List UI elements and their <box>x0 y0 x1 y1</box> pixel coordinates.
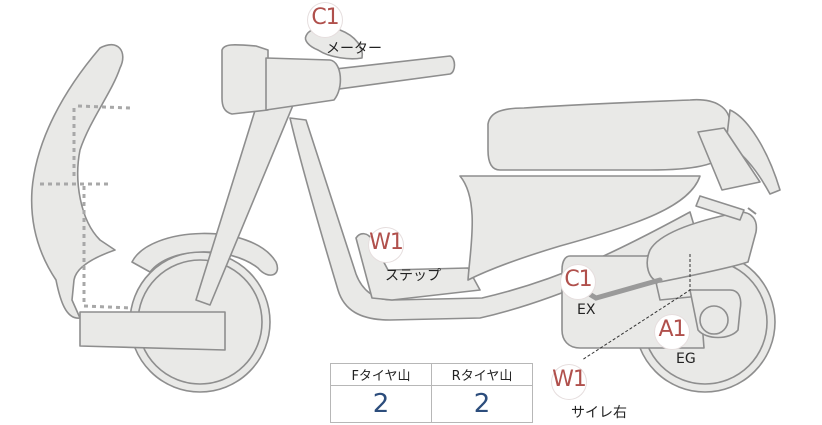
headlight-housing <box>221 44 269 115</box>
side-label: サイレ右 <box>571 405 627 421</box>
rear-tire-value: 2 <box>431 385 533 423</box>
seat <box>487 99 731 171</box>
front-tire-header: Fタイヤ山 <box>330 363 432 386</box>
exhaust-marker: C1 <box>561 265 595 299</box>
engine-marker: A1 <box>655 315 689 349</box>
engine-label: EG <box>676 351 696 367</box>
step-label: ステップ <box>385 268 441 284</box>
meter-marker: C1 <box>308 3 342 37</box>
exhaust-label: EX <box>577 302 596 318</box>
marker-code: A1 <box>658 317 686 342</box>
rear-body <box>459 175 701 281</box>
meter-label: メーター <box>326 41 382 57</box>
step-marker: W1 <box>369 228 404 262</box>
marker-code: C1 <box>564 267 592 292</box>
marker-code: W1 <box>369 230 404 255</box>
rear-tire-header: Rタイヤ山 <box>431 363 533 386</box>
front-fender <box>131 232 279 276</box>
front-cowl <box>30 43 124 319</box>
front-tire-value: 2 <box>330 385 432 423</box>
tire-tread-table: Fタイヤ山 Rタイヤ山 2 2 <box>330 363 533 423</box>
marker-code: C1 <box>311 5 339 30</box>
marker-code: W1 <box>552 367 587 392</box>
side-marker: W1 <box>552 365 587 399</box>
